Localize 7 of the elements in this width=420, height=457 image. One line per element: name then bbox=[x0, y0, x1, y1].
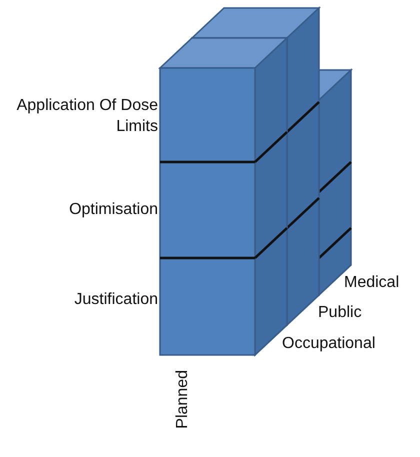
depth-label: Public bbox=[318, 303, 363, 323]
row-label: Application Of Dose Limits bbox=[16, 96, 158, 137]
row-label: Optimisation bbox=[68, 200, 158, 220]
column-label: Planned bbox=[173, 370, 192, 429]
depth-label: Occupational bbox=[282, 334, 376, 354]
row-label: Justification bbox=[73, 290, 158, 310]
depth-label: Medical bbox=[344, 273, 400, 293]
